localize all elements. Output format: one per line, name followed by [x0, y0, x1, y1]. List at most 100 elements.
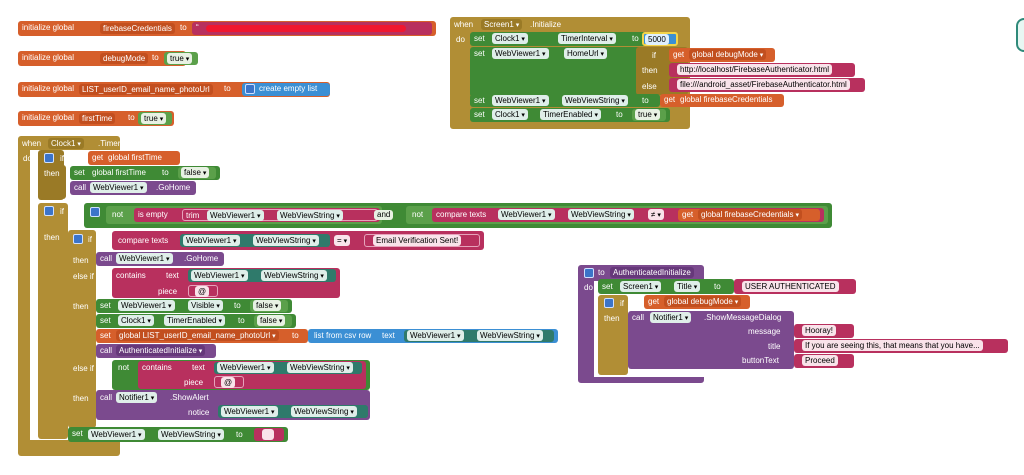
webviewstring-dropdown[interactable]: WebViewString	[287, 362, 353, 373]
webviewstring-dropdown[interactable]: WebViewString	[568, 209, 634, 220]
gear-icon[interactable]	[604, 298, 614, 308]
compare-texts-block[interactable]: compare texts WebViewer1 WebViewString ≠…	[432, 208, 824, 222]
webviewer1-dropdown[interactable]: WebViewer1	[221, 406, 278, 417]
call-showmessagedialog-block[interactable]: call Notifier1 .ShowMessageDialog messag…	[628, 311, 794, 369]
set-webviewstring-empty-block[interactable]: set WebViewer1 WebViewString to	[68, 427, 288, 442]
webviewstring-dropdown[interactable]: WebViewString	[291, 406, 357, 417]
webviewstring-dropdown[interactable]: WebViewString	[477, 330, 543, 341]
webviewer1-dropdown[interactable]: WebViewer1	[90, 182, 147, 193]
true-dropdown[interactable]: true	[635, 109, 661, 120]
gear-icon[interactable]	[584, 268, 594, 278]
empty-string-block[interactable]	[254, 428, 284, 441]
gear-icon[interactable]	[44, 206, 54, 216]
var-name[interactable]: debugMode	[100, 53, 149, 64]
global-list-block[interactable]: initialize global LIST_userID_email_name…	[18, 82, 330, 97]
var-name[interactable]: LIST_userID_email_name_photoUrl	[79, 84, 213, 95]
notifier1-dropdown[interactable]: Notifier1	[116, 392, 158, 403]
not-block-2[interactable]: not compare texts WebViewer1 WebViewStri…	[406, 206, 828, 224]
webviewstring-dropdown[interactable]: WebViewString	[277, 210, 343, 221]
webviewer1-dropdown[interactable]: WebViewer1	[407, 330, 464, 341]
list-from-csv-block[interactable]: list from csv row text WebViewer1 WebVie…	[308, 329, 558, 343]
set-webviewstring-block[interactable]: set WebViewer1 WebViewString to	[470, 94, 660, 107]
webviewstring-dropdown[interactable]: WebViewString	[562, 95, 628, 106]
user-authenticated-string[interactable]: USER AUTHENTICATED	[734, 279, 856, 294]
global-debugMode-block[interactable]: initialize global debugMode to true	[18, 51, 198, 66]
set-visible-block[interactable]: set WebViewer1 Visible to false	[96, 299, 292, 313]
get-debugmode-block[interactable]: get global debugMode	[644, 295, 750, 309]
timerenabled-dropdown[interactable]: TimerEnabled	[164, 315, 225, 326]
screen1-initialize-event[interactable]: when Screen1 .Initialize do set Clock1 T…	[450, 17, 690, 129]
false-block[interactable]: false	[178, 167, 216, 179]
global-firebaseCredentials-block[interactable]: initialize global firebaseCredentials to…	[18, 21, 436, 36]
localhost-url-string[interactable]: http://localhost/FirebaseAuthenticator.h…	[669, 63, 855, 77]
contains-dropdown[interactable]: contains	[116, 271, 146, 280]
title-string-value[interactable]: If you are seeing this, that means that …	[802, 340, 983, 351]
global-firstTime-block[interactable]: initialize global firstTime to true	[18, 111, 174, 126]
false-dropdown[interactable]: false	[257, 315, 286, 326]
set-list-block[interactable]: set global LIST_userID_email_name_photoU…	[96, 329, 308, 343]
webviewer1-dropdown[interactable]: WebViewer1	[492, 95, 549, 106]
clock1-dropdown[interactable]: Clock1	[492, 109, 528, 120]
webviewer-getter[interactable]: WebViewer1 WebViewString	[214, 362, 362, 374]
webviewer1-dropdown[interactable]: WebViewer1	[492, 48, 549, 59]
at-string-block[interactable]: @	[188, 285, 218, 297]
number-5000-block[interactable]: 5000	[642, 32, 678, 46]
proceed-string[interactable]: Proceed	[794, 354, 854, 368]
if-email-verification-block[interactable]	[68, 230, 96, 428]
false-block[interactable]: false	[250, 300, 288, 312]
webviewer-getter[interactable]: WebViewer1 WebViewString	[218, 405, 368, 418]
set-timerenabled-block[interactable]: set Clock1 TimerEnabled to true	[470, 108, 670, 122]
false-dropdown[interactable]: false	[181, 167, 210, 178]
not-block-1[interactable]: not is empty trim WebViewer1 WebViewStri…	[106, 206, 382, 224]
and-dropdown[interactable]: and	[374, 210, 394, 220]
asset-url-value[interactable]: file:///android_asset/FirebaseAuthentica…	[677, 79, 850, 90]
set-firsttime-block[interactable]: set global firstTime to false	[70, 166, 220, 180]
true-block[interactable]: true	[164, 52, 198, 65]
true-dropdown[interactable]: true	[167, 53, 193, 64]
title-string[interactable]: If you are seeing this, that means that …	[794, 339, 1008, 353]
contains-dropdown[interactable]: contains	[142, 363, 172, 372]
visible-dropdown[interactable]: Visible	[188, 300, 223, 311]
call-gohome-block-2[interactable]: call WebViewer1 .GoHome	[96, 252, 224, 266]
not-contains-block[interactable]: not contains text WebViewer1 WebViewStri…	[112, 360, 370, 390]
webviewstring-dropdown[interactable]: WebViewString	[253, 235, 319, 246]
email-string-block[interactable]: Email Verification Sent!	[364, 234, 480, 247]
webviewer1-dropdown[interactable]: WebViewer1	[217, 362, 274, 373]
and-block[interactable]: not is empty trim WebViewer1 WebViewStri…	[84, 203, 832, 228]
number-5000-value[interactable]: 5000	[645, 34, 669, 45]
webviewer1-dropdown[interactable]: WebViewer1	[116, 253, 173, 264]
webviewer1-dropdown[interactable]: WebViewer1	[498, 209, 555, 220]
debugmode-dropdown[interactable]: global debugMode	[664, 296, 742, 307]
webviewer1-dropdown[interactable]: WebViewer1	[183, 235, 240, 246]
true-block[interactable]: true	[632, 109, 666, 121]
false-dropdown[interactable]: false	[253, 300, 282, 311]
title-dropdown[interactable]: Title	[674, 281, 701, 292]
trim-block[interactable]: trim WebViewer1 WebViewString	[182, 209, 378, 221]
set-clock-timerenabled-block[interactable]: set Clock1 TimerEnabled to false	[96, 314, 296, 328]
hooray-value[interactable]: Hooray!	[802, 325, 837, 336]
at-string-value[interactable]: @	[221, 377, 236, 388]
eq-dropdown[interactable]: =	[334, 235, 351, 246]
set-homeurl-block[interactable]: set WebViewer1 HomeUrl to	[470, 47, 650, 97]
timerenabled-dropdown[interactable]: TimerEnabled	[540, 109, 601, 120]
gear-icon[interactable]	[245, 84, 255, 94]
at-string-block[interactable]: @	[214, 376, 244, 388]
var-name[interactable]: firstTime	[79, 113, 116, 124]
is-empty-block[interactable]: is empty trim WebViewer1 WebViewString	[134, 208, 380, 222]
homeurl-dropdown[interactable]: HomeUrl	[564, 48, 608, 59]
webviewer-getter[interactable]: WebViewer1 WebViewString	[404, 330, 554, 342]
false-block[interactable]: false	[254, 315, 292, 327]
webviewer1-dropdown[interactable]: WebViewer1	[118, 300, 175, 311]
var-name[interactable]: firebaseCredentials	[100, 23, 175, 34]
call-gohome-block[interactable]: call WebViewer1 .GoHome	[70, 181, 196, 195]
webviewstring-dropdown[interactable]: WebViewString	[158, 429, 224, 440]
true-dropdown[interactable]: true	[141, 113, 167, 124]
contains-block-1[interactable]: contains text WebViewer1 WebViewString p…	[112, 268, 340, 298]
clock1-dropdown[interactable]: Clock1	[48, 138, 84, 149]
auth-proc-dropdown[interactable]: AuthenticatedInitialize	[116, 345, 206, 356]
email-string-value[interactable]: Email Verification Sent!	[373, 235, 462, 246]
gear-icon[interactable]	[90, 207, 100, 217]
user-authenticated-value[interactable]: USER AUTHENTICATED	[742, 281, 839, 292]
call-authenticated-block[interactable]: call AuthenticatedInitialize	[96, 344, 216, 358]
asset-url-string[interactable]: file:///android_asset/FirebaseAuthentica…	[669, 78, 865, 92]
